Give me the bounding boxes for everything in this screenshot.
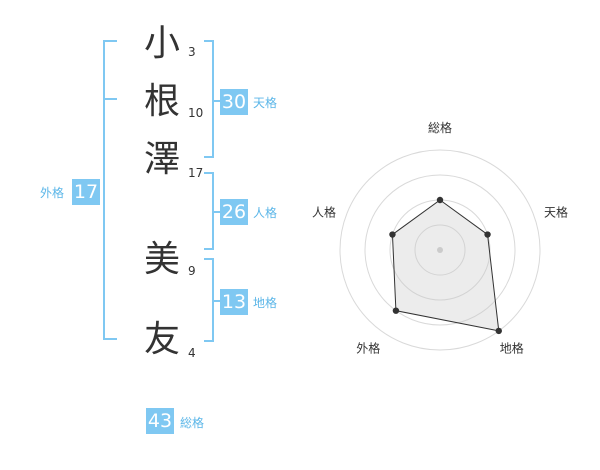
- name-char-4: 美: [143, 239, 180, 280]
- jinkaku-label: 人格: [253, 206, 278, 220]
- radar-ring-1: [414, 224, 466, 276]
- name-char-3: 澤: [143, 139, 180, 180]
- gaikaku-label: 外格: [40, 186, 65, 200]
- radar-point-1: [436, 196, 444, 204]
- radar-center-dot: [437, 247, 443, 253]
- name-char-2: 根: [143, 81, 180, 122]
- soukaku-badge: 43: [146, 408, 174, 434]
- jinkaku-bracket-top: [204, 172, 214, 174]
- radar-axis-label-2: 天格: [544, 204, 568, 219]
- tenkaku-badge: 30: [220, 89, 248, 115]
- radar-ring-4: [339, 149, 541, 351]
- radar-axis-label-4: 外格: [356, 341, 380, 356]
- chikaku-bracket-bottom: [204, 340, 214, 342]
- stroke-count-4: 9: [188, 264, 196, 278]
- gaikaku-bracket-top: [103, 40, 117, 42]
- radar-series-area: [391, 199, 500, 332]
- name-char-5: 友: [143, 319, 180, 360]
- jinkaku-badge: 26: [220, 199, 248, 225]
- soukaku-label: 総格: [180, 416, 205, 430]
- tenkaku-label: 天格: [253, 96, 278, 110]
- gaikaku-bracket-bottom: [103, 338, 117, 340]
- radar-point-5: [389, 231, 396, 238]
- radar-axis-label-5: 人格: [312, 204, 336, 219]
- gaikaku-badge: 17: [72, 179, 100, 205]
- gaikaku-bracket-line: [103, 40, 105, 340]
- stroke-count-3: 17: [188, 166, 204, 180]
- tenkaku-bracket-top: [204, 40, 214, 42]
- jinkaku-bracket-tick: [212, 211, 220, 213]
- chikaku-badge: 13: [220, 289, 248, 315]
- stroke-count-2: 10: [188, 106, 204, 120]
- chikaku-label: 地格: [253, 296, 278, 310]
- tenkaku-bracket-line: [212, 40, 214, 158]
- gaikaku-bracket-tick: [103, 98, 117, 100]
- radar-point-3: [495, 327, 502, 335]
- stroke-count-5: 4: [188, 346, 196, 360]
- stroke-count-1: 3: [188, 45, 196, 59]
- name-char-1: 小: [143, 23, 180, 64]
- chikaku-bracket-tick: [212, 300, 220, 302]
- tenkaku-bracket-tick: [212, 100, 220, 102]
- radar-ring-3: [364, 174, 516, 326]
- radar-point-2: [484, 231, 491, 238]
- chikaku-bracket-top: [204, 258, 214, 260]
- radar-axis-label-1: 総格: [428, 120, 452, 135]
- jinkaku-bracket-bottom: [204, 248, 214, 250]
- radar-axis-label-3: 地格: [500, 341, 524, 356]
- radar-point-4: [392, 307, 400, 314]
- tenkaku-bracket-bottom: [204, 156, 214, 158]
